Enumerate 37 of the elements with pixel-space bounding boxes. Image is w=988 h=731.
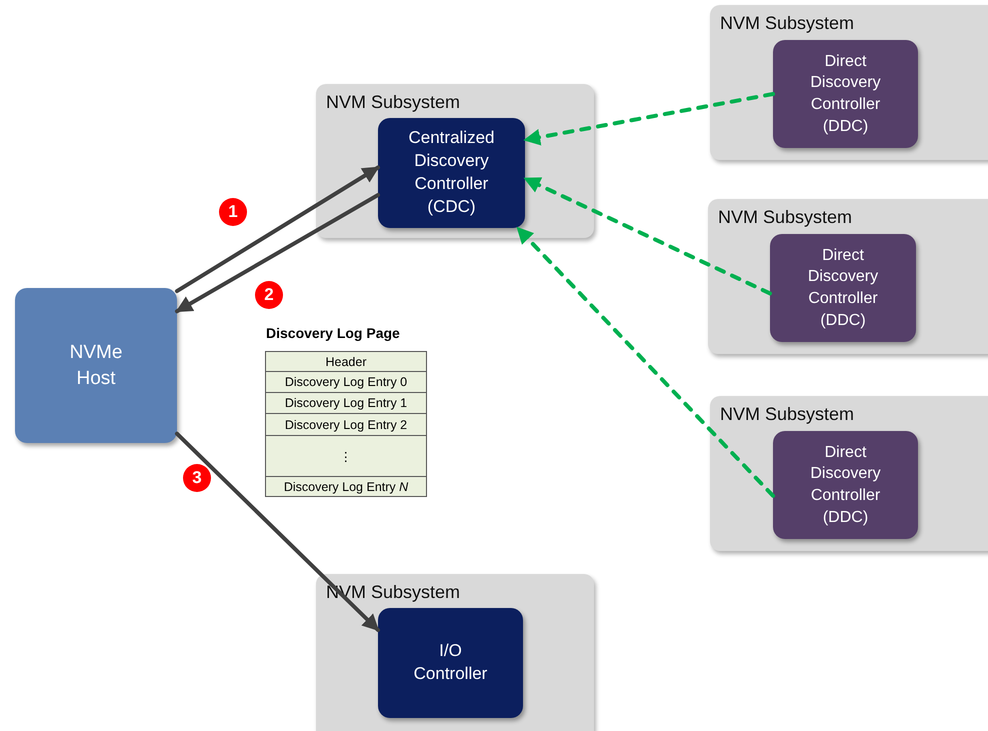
controller-box [773,40,918,148]
arrow [175,193,380,314]
controller-box [773,431,918,539]
dashed-arrow [523,176,772,296]
arrow [175,432,380,632]
table-cell: Discovery Log Entry 1 [265,392,427,414]
table-cell: Discovery Log Entry N [265,476,427,497]
subsystem-panel [708,199,988,354]
panel-heading: NVM Subsystem [720,12,854,35]
controller-label: Centralized Discovery Controller (CDC) [408,127,496,218]
subsystem-panel [710,396,988,551]
controller-label: Direct Discovery Controller (DDC) [806,246,880,331]
host-box [15,288,177,443]
step-number: 2 [255,281,283,309]
controller-label: NVMe Host [68,340,124,390]
table-cell: ⋮ [265,435,427,477]
table-cell: Discovery Log Entry 0 [265,371,427,393]
controller-box [378,118,525,228]
step-number: 3 [183,464,211,492]
dashed-arrow [516,226,775,498]
subsystem-panel [316,84,594,238]
controller-box [378,608,523,718]
table-cell: Discovery Log Entry 2 [265,413,427,436]
dashed-arrow [523,92,775,146]
controller-box [770,234,916,342]
step-number: 1 [219,198,247,226]
subsystem-panel [316,574,594,731]
panel-heading: NVM Subsystem [720,403,854,426]
panel-heading: NVM Subsystem [718,206,852,229]
panel-heading: NVM Subsystem [326,91,460,114]
controller-label: I/O Controller [412,640,488,685]
controller-label: Direct Discovery Controller (DDC) [809,442,882,528]
subsystem-panel [710,5,988,160]
table-cell: Header [265,351,427,372]
controller-label: Direct Discovery Controller (DDC) [809,52,882,137]
arrow [175,166,380,294]
table-title: Discovery Log Page [266,325,400,341]
